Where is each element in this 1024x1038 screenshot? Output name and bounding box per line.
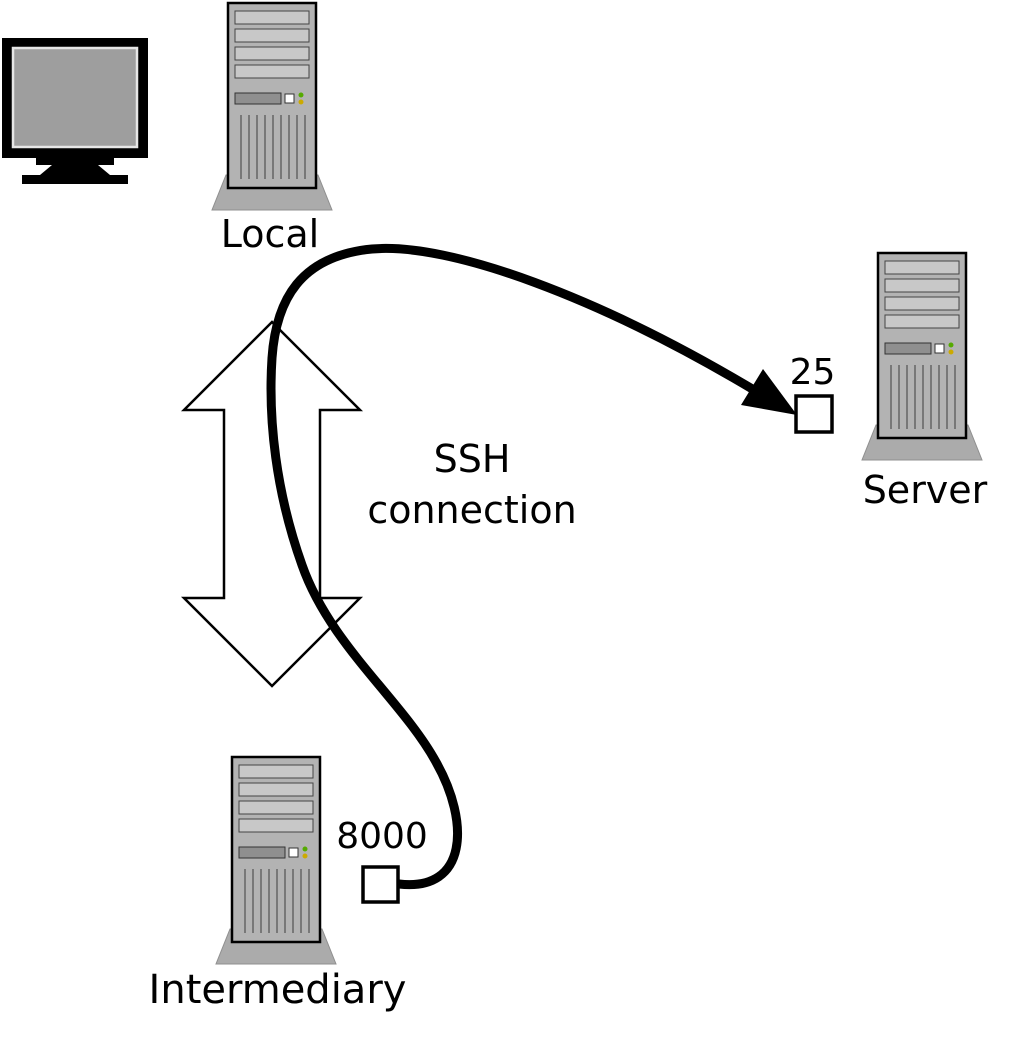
intermediary-port-number: 8000 [336, 816, 428, 857]
server-node-label: Server [862, 468, 988, 512]
local-tower-icon [210, 1, 334, 212]
forwarded-connection-curve [266, 243, 759, 890]
ssh-connection-label: SSH connection [367, 437, 577, 533]
local-node-label: Local [220, 212, 320, 256]
server-port-box [794, 394, 834, 434]
intermediary-port-box [361, 865, 400, 904]
server-port-number: 25 [789, 352, 836, 393]
monitor-icon [2, 38, 148, 184]
connection-arrowhead-icon [741, 369, 797, 415]
intermediary-node-label: Intermediary [148, 967, 407, 1013]
server-tower-icon [860, 251, 984, 462]
